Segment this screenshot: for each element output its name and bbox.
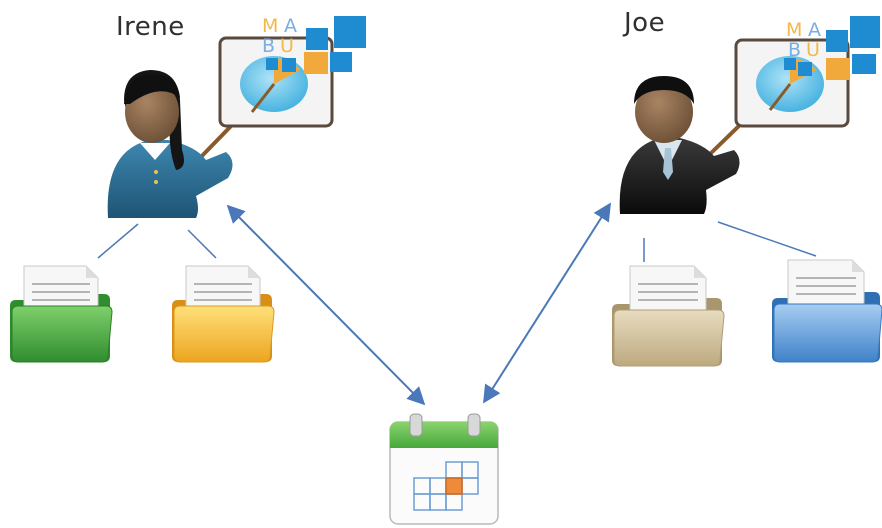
svg-text:A: A [808,19,821,41]
user-name-joe: Joe [624,8,666,38]
folder-icon-tan [612,265,725,367]
user-icon-irene [107,70,270,218]
svg-text:M: M [786,19,802,41]
calendar-icon [389,413,499,525]
svg-text:U: U [806,39,820,61]
sync-arrow-joe [483,202,611,404]
svg-text:M: M [262,15,278,37]
svg-text:A: A [284,15,297,37]
connector-line [97,223,139,259]
connector-line [187,229,217,259]
folder-icon-green [10,265,113,363]
document-icon [787,259,865,313]
folder-icon-yellow [172,265,275,363]
document-icon [629,265,707,319]
svg-text:U: U [280,35,294,57]
svg-text:B: B [788,39,801,61]
folder-icon-blue [772,259,882,363]
presentation-board-icon-joe: M A B U [734,16,880,128]
svg-text:B: B [262,35,275,57]
sync-arrow-irene [226,204,426,406]
presentation-board-icon-irene: M A B U [218,15,366,128]
connector-line [717,221,817,257]
user-name-irene: Irene [116,12,185,42]
